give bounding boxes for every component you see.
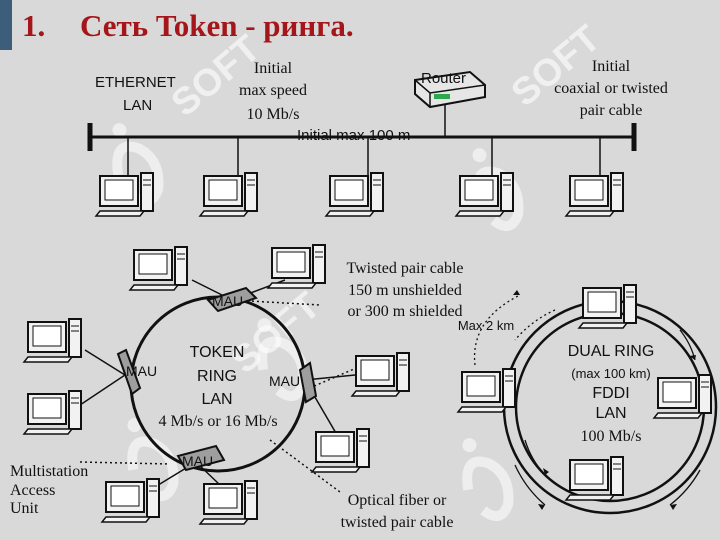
bus-cable-line1: Initial [592, 58, 631, 75]
mau-right [298, 361, 318, 404]
bus-computer-2 [199, 172, 258, 217]
slide-title: 1. Сеть Token - ринга. [22, 8, 354, 44]
mau-legend-line1: Multistation [10, 463, 88, 480]
mau-label-bottom: MAU [182, 453, 213, 469]
twisted-pair-line2: 150 m unshielded [348, 282, 462, 299]
ring-computer-top-right [267, 244, 326, 289]
mau-label-right: MAU [269, 373, 300, 389]
ring-computer-top-left [129, 246, 188, 291]
ring-computer-right-1 [351, 352, 410, 397]
slide-number: 1. [22, 8, 46, 43]
fiber-label-line2: twisted pair cable [341, 514, 454, 531]
ring-computer-bottom-2 [199, 480, 258, 525]
fddi-label-line4: LAN [595, 405, 626, 422]
fiber-label-line1: Optical fiber or [348, 492, 447, 509]
mau-left [116, 348, 142, 396]
twisted-pair-line1: Twisted pair cable [346, 260, 463, 277]
ring-computer-left-1 [23, 318, 82, 363]
token-ring-speed: 4 Mb/s or 16 Mb/s [158, 413, 277, 430]
mau-label-left: MAU [126, 363, 157, 379]
ring-computer-bottom-1 [101, 478, 160, 523]
fddi-computer-right [653, 374, 712, 419]
ethernet-label-line2: LAN [123, 97, 152, 114]
mau-top [206, 286, 258, 313]
ring-computer-left-2 [23, 390, 82, 435]
token-ring-label-line2: RING [197, 368, 237, 385]
token-ring-label-line3: LAN [201, 391, 232, 408]
token-ring-label-line1: TOKEN [190, 344, 245, 361]
fddi-computer-left [457, 368, 516, 413]
fddi-max-distance: Max 2 km [458, 318, 514, 333]
slide-title-text: Сеть Token - ринга. [80, 8, 354, 43]
router-icon [414, 70, 486, 109]
mau-legend-line2: Access [10, 482, 55, 499]
mau-devices [116, 286, 318, 472]
mau-bottom [176, 444, 226, 472]
fddi-computer-top [578, 284, 637, 329]
bus-speed-line3: 10 Mb/s [247, 106, 300, 123]
title-accent-bar [0, 0, 12, 50]
bus-speed-line2: max speed [239, 82, 307, 99]
fddi-label-line1: DUAL RING [568, 343, 655, 360]
bus-computer-4 [455, 172, 514, 217]
bus-length-label: Initial max 100 m [297, 127, 410, 144]
fddi-speed: 100 Mb/s [581, 428, 642, 445]
bus-cable-line3: pair cable [580, 102, 643, 119]
bus-cable-line2: coaxial or twisted [554, 80, 668, 97]
ethernet-bus-network [87, 103, 637, 180]
bus-computer-3 [325, 172, 384, 217]
fddi-label-line3: FDDI [592, 385, 629, 402]
router-label: Router [421, 70, 466, 87]
bus-computer-5 [565, 172, 624, 217]
mau-label-top: MAU [212, 293, 243, 309]
ring-computer-right-2 [311, 428, 370, 473]
bus-speed-line1: Initial [254, 60, 293, 77]
twisted-pair-line3: or 300 m shielded [347, 303, 462, 320]
fddi-label-line2: (max 100 km) [571, 366, 650, 381]
ethernet-label-line1: ETHERNET [95, 74, 176, 91]
bus-computer-1 [95, 172, 154, 217]
mau-legend-line3: Unit [10, 500, 39, 517]
